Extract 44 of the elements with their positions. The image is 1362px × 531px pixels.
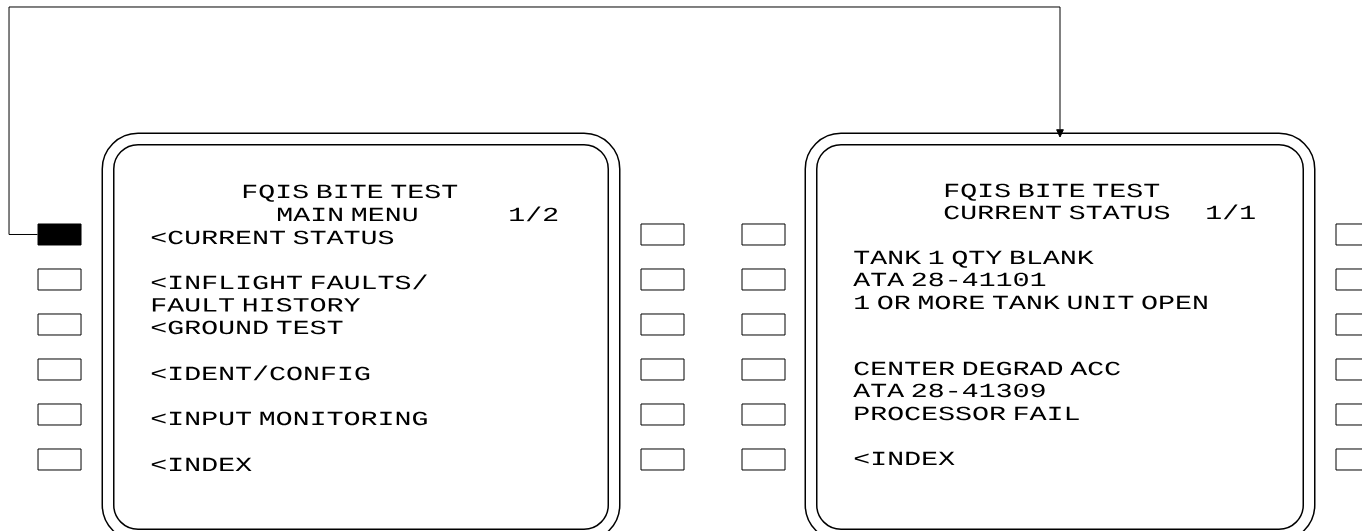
- screen-text: CENTER DEGRAD ACC: [854, 361, 1120, 376]
- screen-text: <CURRENT STATUS: [151, 230, 394, 245]
- screen-text: ATA 28-41309: [853, 383, 1045, 398]
- key-button: [741, 358, 786, 381]
- key-button: [1335, 313, 1362, 336]
- key-button: [37, 268, 82, 291]
- key-button: [741, 313, 786, 336]
- screen-text: PROCESSOR FAIL: [855, 406, 1079, 421]
- screen-text: MAIN MENU: [278, 207, 417, 222]
- screen-text: TANK 1 QTY BLANK: [854, 250, 1094, 268]
- screen-text: <INDEX: [151, 457, 252, 471]
- key-button: [1335, 403, 1362, 426]
- key-button: [1335, 223, 1362, 246]
- key-button: [1335, 358, 1362, 381]
- key-button: [1335, 268, 1362, 291]
- screen-text: <INFLIGHT FAULTS/ FAULT HISTORY: [151, 274, 427, 312]
- key-button: [640, 268, 685, 291]
- key-button: [741, 448, 786, 471]
- screen-text: FQIS BITE TEST: [945, 183, 1160, 201]
- screen-text: <INPUT MONITORING: [151, 411, 427, 426]
- key-button: [37, 448, 82, 471]
- screen-text: 1/2: [510, 206, 558, 222]
- screen-text: <IDENT/CONFIG: [151, 365, 370, 381]
- key-button: [37, 313, 82, 336]
- key-button: [37, 223, 82, 246]
- key-button: [1335, 448, 1362, 471]
- arrow: [8, 6, 1064, 235]
- key-button: [640, 358, 685, 381]
- screen-text: <GROUND TEST: [151, 320, 343, 335]
- key-button: [37, 358, 82, 381]
- screen-text: <INDEX: [854, 451, 955, 465]
- key-button: [640, 403, 685, 426]
- key-button: [640, 313, 685, 336]
- screen-text: FQIS BITE TEST: [243, 184, 458, 202]
- screen-text: 1 OR MORE TANK UNIT OPEN: [855, 295, 1207, 310]
- screen-text: 1/1: [1207, 204, 1255, 220]
- key-button: [37, 403, 82, 426]
- key-button: [741, 223, 786, 246]
- screen-text: CURRENT STATUS: [944, 205, 1170, 220]
- screen-text: ATA 28-41101: [853, 272, 1046, 287]
- key-button: [640, 448, 685, 471]
- key-button: [741, 403, 786, 426]
- key-button: [640, 223, 685, 246]
- key-button: [741, 268, 786, 291]
